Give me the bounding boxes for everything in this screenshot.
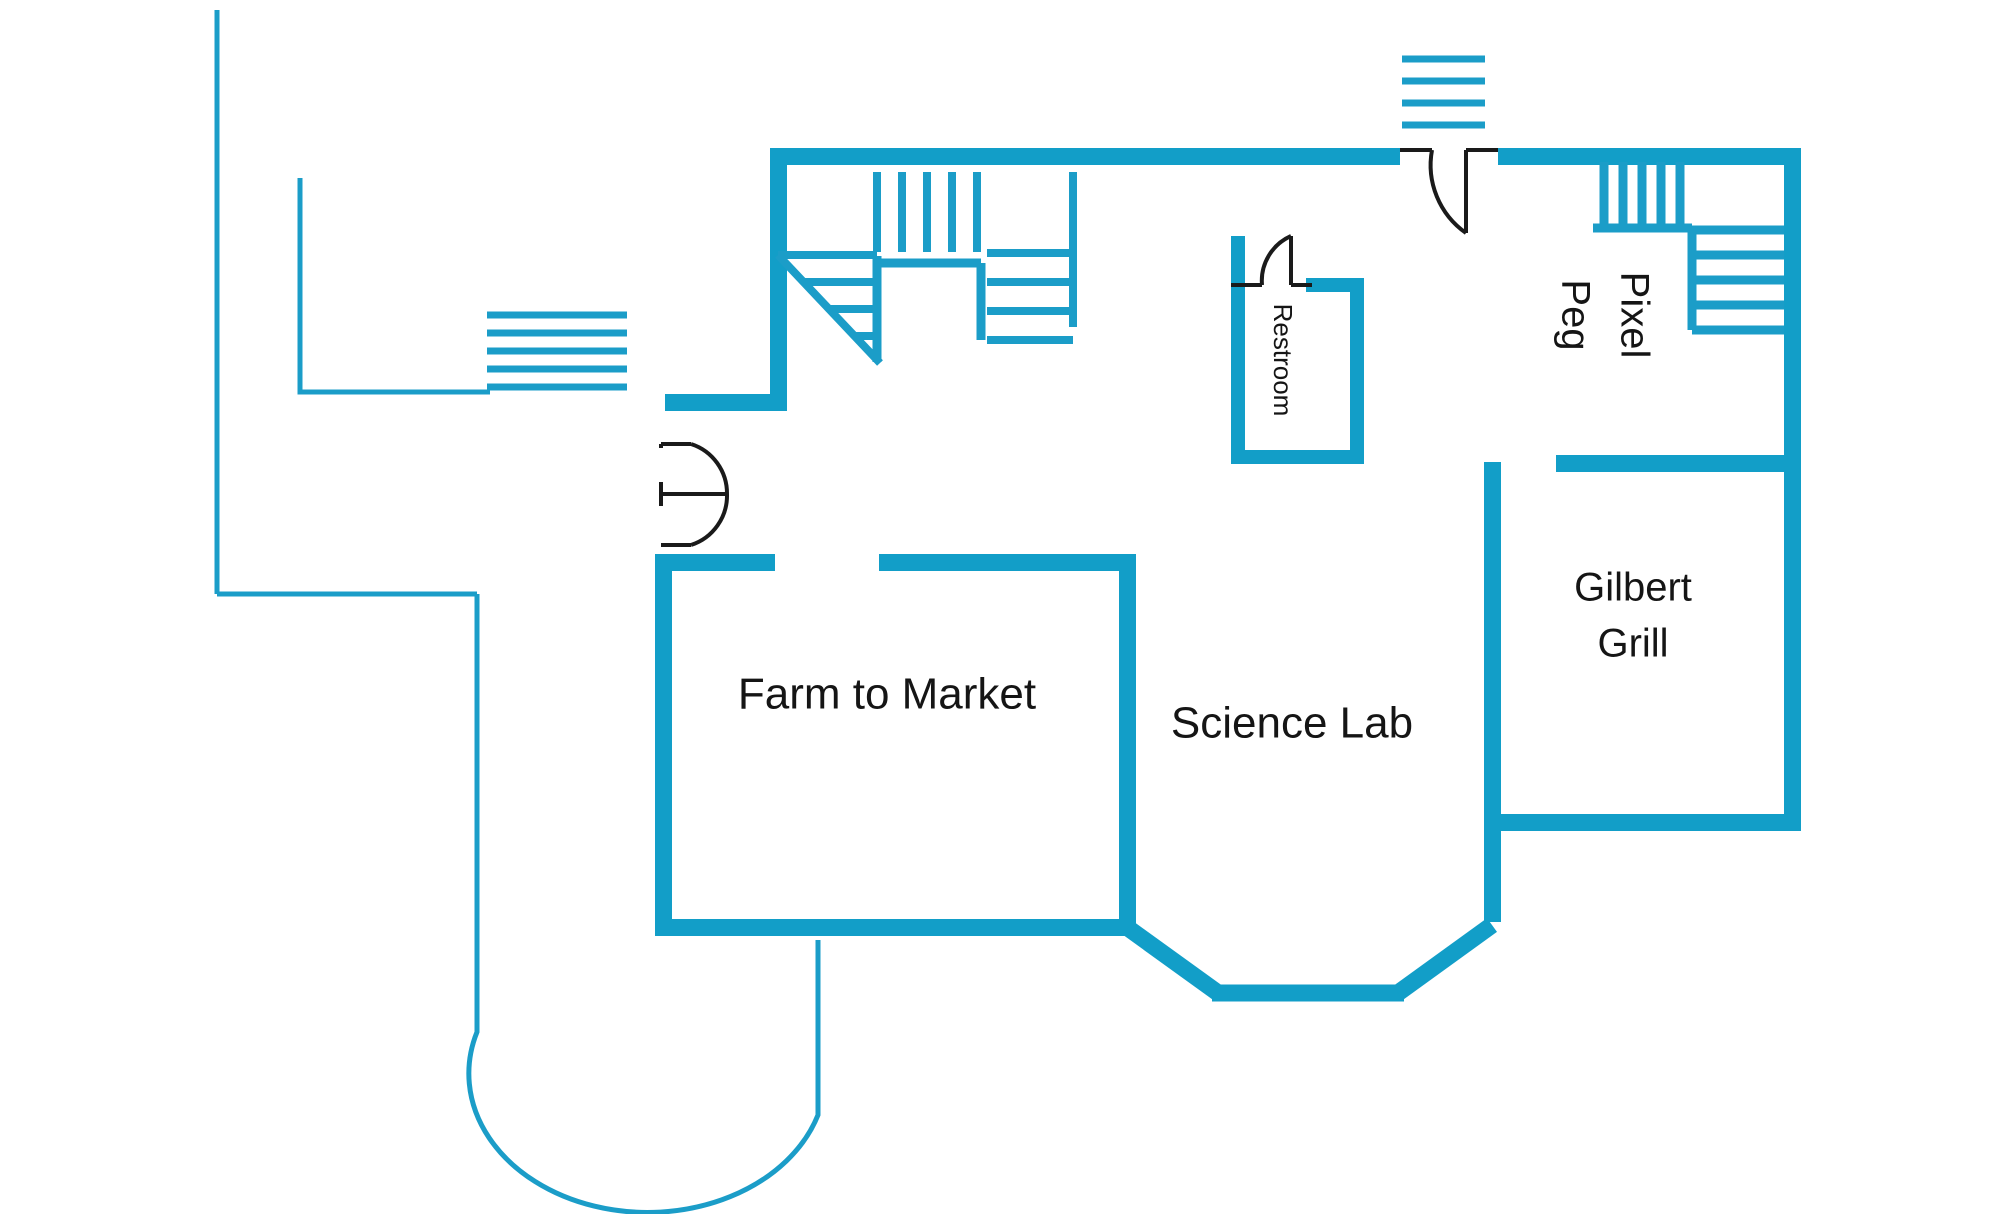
room-label-pixel: Pixel: [1612, 272, 1656, 359]
wall-farm-bottom: [655, 919, 1136, 936]
left-hatching: [487, 311, 627, 391]
staircase-landing-path: [872, 256, 986, 362]
right-staircase-treads: [1692, 225, 1784, 335]
right-staircase: [1593, 162, 1784, 335]
top-hatching: [1402, 55, 1485, 129]
room-label-science-lab: Science Lab: [1171, 699, 1413, 748]
room-labels: Farm to Market Science Lab Gilbert Grill…: [738, 272, 1692, 748]
room-label-restroom: Restroom: [1268, 304, 1298, 417]
staircase-left-treads: [775, 251, 883, 366]
room-label-grill: Grill: [1597, 622, 1668, 666]
room-label-peg: Peg: [1553, 279, 1597, 350]
right-staircase-risers: [1593, 162, 1697, 330]
curved-wall-path: [466, 594, 821, 1214]
wall-upper-left-stub: [665, 394, 787, 411]
wall-farm-right: [1119, 554, 1136, 936]
wall-top-main: [770, 148, 1400, 165]
door-swing-arc: [1259, 234, 1292, 286]
door-swing-arc-upper: [690, 442, 730, 495]
wall-top-right: [1498, 148, 1801, 165]
site-line-inner-L: [297, 178, 490, 395]
wall-farm-left: [655, 554, 672, 936]
wall-upper-left-vertical: [770, 148, 787, 401]
angled-bottom-walls: [1123, 918, 1497, 1002]
door-restroom: [1231, 234, 1312, 287]
room-label-farm-to-market: Farm to Market: [738, 670, 1036, 719]
wall-restroom-left: [1231, 236, 1245, 464]
curved-exterior-wall: [466, 594, 821, 1214]
wall-restroom-top: [1306, 278, 1364, 292]
wall-pixelpeg-gilbert-divider: [1556, 455, 1801, 472]
door-swing-arc-lower: [690, 493, 730, 547]
staircase-landing: [872, 256, 986, 362]
wall-right-exterior-lower: [1784, 455, 1801, 830]
staircase-right-treads: [987, 249, 1073, 344]
structural-walls: [655, 148, 1801, 936]
wall-right-exterior: [1784, 148, 1801, 470]
main-staircase: [775, 172, 1077, 366]
wall-angle-left: [1123, 921, 1223, 1000]
wall-farm-top-left: [655, 554, 775, 571]
site-boundary-lines: [214, 10, 490, 597]
double-door-left: [659, 442, 730, 547]
wall-restroom-right: [1350, 278, 1364, 464]
wall-angle-right: [1393, 918, 1497, 1000]
door-swing-arc: [1428, 149, 1468, 235]
wall-restroom-bottom: [1231, 450, 1364, 464]
wall-gilbert-left: [1484, 462, 1501, 922]
wall-farm-top-right: [879, 554, 1136, 571]
room-label-gilbert: Gilbert: [1574, 566, 1692, 610]
door-top-right: [1400, 148, 1498, 235]
wall-gilbert-bottom: [1484, 814, 1801, 831]
